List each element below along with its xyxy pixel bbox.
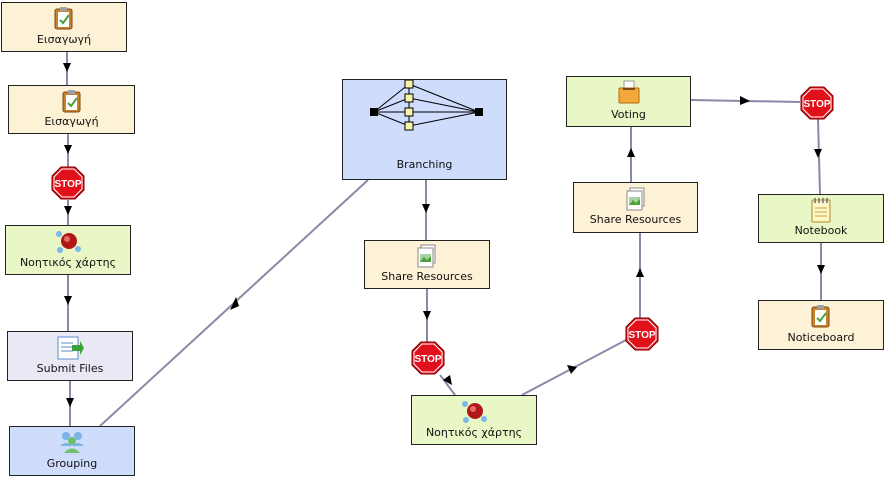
transition-branching-share1 [422, 180, 430, 240]
activity-mindmap-2[interactable]: Νοητικός χάρτης [411, 395, 537, 445]
transition-intro1-intro2 [63, 52, 71, 85]
stop-gate-1[interactable]: STOP [51, 166, 85, 200]
stop-gate-4[interactable]: STOP [800, 86, 834, 120]
transition-notebook-noticeboard [817, 243, 825, 300]
activity-label: Voting [611, 108, 646, 121]
group-people-icon [58, 430, 86, 457]
activity-label: Noticeboard [787, 331, 855, 344]
activity-label: Branching [396, 158, 453, 171]
stop-label: STOP [803, 99, 830, 110]
stop-gate-2[interactable]: STOP [411, 341, 445, 375]
stop-label: STOP [54, 179, 81, 190]
transition-share2-voting [627, 127, 635, 182]
activity-label: Share Resources [589, 213, 682, 226]
transition-stop2-mindmap2 [439, 374, 456, 396]
activity-voting[interactable]: Voting [566, 76, 691, 127]
activity-share-resources-2[interactable]: Share Resources [573, 182, 698, 233]
transition-voting-stop4 [690, 96, 801, 105]
clipboard-icon [61, 89, 83, 116]
activity-submit-files[interactable]: Submit Files [7, 331, 133, 381]
transition-intro2-stop1 [64, 134, 72, 167]
activity-label: Grouping [46, 457, 98, 470]
submit-files-icon [56, 335, 84, 364]
share-resources-icon [625, 187, 647, 214]
transition-grouping-branching [99, 179, 369, 427]
notebook-icon [809, 197, 833, 226]
activity-label: Εισαγωγή [44, 115, 99, 128]
activity-intro-1[interactable]: Εισαγωγή [1, 2, 127, 52]
stop-label: STOP [628, 330, 655, 341]
mindmap-icon [55, 229, 81, 258]
activity-notebook[interactable]: Notebook [758, 194, 884, 243]
share-resources-icon [416, 244, 438, 271]
activity-branching[interactable]: Branching [342, 79, 507, 180]
transition-mindmap2-stop3 [521, 339, 627, 396]
activity-noticeboard[interactable]: Noticeboard [758, 300, 884, 350]
branching-icon [365, 79, 485, 137]
activity-mindmap-1[interactable]: Νοητικός χάρτης [5, 225, 131, 275]
stop-label: STOP [414, 354, 441, 365]
clipboard-icon [810, 304, 832, 331]
stop-gate-3[interactable]: STOP [625, 317, 659, 351]
transition-submit-grouping [66, 381, 74, 426]
transition-mindmap1-submit [64, 275, 72, 331]
activity-grouping[interactable]: Grouping [9, 426, 135, 476]
transition-stop1-mindmap1 [64, 200, 72, 225]
transition-stop4-notebook [814, 118, 822, 195]
activity-label: Νοητικός χάρτης [19, 256, 117, 269]
activity-share-resources-1[interactable]: Share Resources [364, 240, 490, 289]
activity-label: Εισαγωγή [36, 33, 92, 46]
activity-label: Share Resources [381, 270, 473, 283]
activity-intro-2[interactable]: Εισαγωγή [8, 85, 135, 134]
activity-label: Notebook [794, 224, 848, 237]
activity-label: Submit Files [36, 362, 104, 375]
transition-share1-stop2 [423, 289, 431, 342]
clipboard-icon [53, 6, 75, 33]
transition-stop3-share2 [636, 233, 644, 318]
activity-label: Νοητικός χάρτης [425, 426, 523, 439]
mindmap-icon [461, 399, 487, 428]
ballot-box-icon [617, 80, 641, 107]
